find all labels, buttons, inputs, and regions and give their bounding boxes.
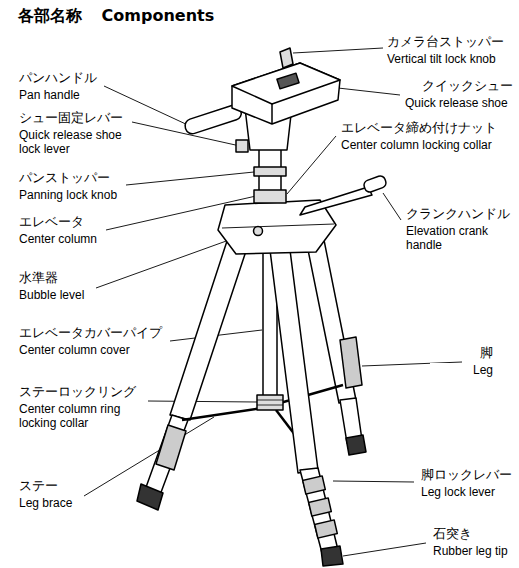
ring-collar [257,395,283,410]
part-label: Quick release shoe [404,96,509,110]
crank-arm [300,187,372,215]
part-label: Center column cover [18,343,131,357]
part-label: Center column locking collar [340,138,493,152]
part-label: Panning lock knob [18,188,118,202]
part-label: カメラ台ストッパー [386,34,505,50]
leg-braces [182,385,343,448]
leg-tube [270,250,318,473]
shoe-lock-lever [236,140,248,152]
leg-tube [300,468,338,553]
part-label: シュー固定レバー [18,110,124,126]
front-leg [270,250,343,566]
leg-tube [145,415,188,495]
part-label: 脚 [430,345,494,361]
leg-lock-lever [156,425,186,470]
bubble-level [254,227,263,236]
part-label: パンストッパー [18,170,111,186]
crank-knob [363,175,388,194]
leader-line [333,481,414,482]
leg-lock-lever [340,337,362,388]
part-label: エレベータ [18,214,85,230]
rubber-tip [346,435,366,455]
shoe-plate [277,73,299,89]
quick-release-shoe [232,63,340,124]
leg-lock-lever [315,520,338,538]
leg-brace [182,408,262,420]
part-label: Leg lock lever [420,485,496,499]
part-label: Leg [430,363,494,377]
shoe-top [232,63,340,104]
leader-line [293,48,383,53]
panning-lock-knob [254,167,286,176]
part-label: Pan handle [18,88,81,102]
part-label: パンハンドル [18,70,98,86]
leader-line [343,543,426,556]
leader-line [148,401,257,402]
part-label: Elevation crank handle [405,224,502,253]
leader-line [383,193,401,220]
leader-line [338,88,400,95]
part-label: クランクハンドル [405,206,511,222]
collar-groove [257,400,283,401]
part-label: 石突き [432,526,473,542]
part-label: 水準器 [18,270,59,286]
leg-lock-lever [309,498,332,516]
part-label: エレベータカバーパイプ [18,325,163,341]
part-label: Rubber leg tip [432,544,509,558]
part-label: Bubble level [18,288,85,302]
part-label: Vertical tilt lock knob [386,52,497,66]
part-label: ステーロックリング [18,384,137,400]
part-label: 脚ロックレバー [420,467,513,483]
column-locking-collar [254,190,286,203]
leader-line [287,136,336,194]
part-label: Center column ring locking collar [18,402,138,431]
collar-groove [257,405,283,406]
rubber-tip [137,484,163,510]
leg-lock-lever [303,476,326,494]
part-label: エレベータ締め付けナット [340,120,498,136]
leg-tube [170,238,248,420]
shoe-edge [271,104,273,124]
part-label: Center column [18,232,98,246]
right-leg [305,230,366,455]
crown-edge [222,224,334,228]
rubber-tip [321,546,343,566]
left-leg [137,238,248,510]
part-label: Leg brace [18,496,73,510]
leader-line [126,172,254,185]
part-label: クイックシュー [421,78,514,94]
tilt-lock-knob [280,48,293,68]
page-title: 各部名称 Components [18,6,214,27]
part-label: ステー [18,478,59,494]
part-label: Quick release shoe lock lever [18,128,132,157]
